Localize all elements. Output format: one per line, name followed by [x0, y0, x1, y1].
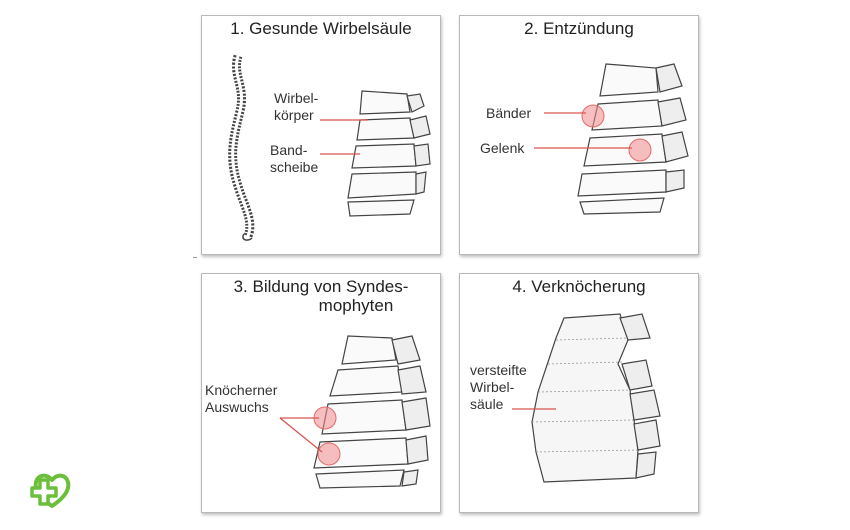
spine-illustration — [534, 63, 689, 215]
cross-heart-icon — [30, 473, 71, 508]
label-stiffened-spine: versteifte Wirbel- säule — [470, 362, 527, 412]
stray-mark — [193, 257, 197, 258]
vertebrae-segment — [577, 63, 689, 215]
panel-title: 4. Verknöcherung — [512, 277, 646, 296]
label-joint: Gelenk — [480, 140, 525, 156]
spine-illustration — [512, 313, 661, 483]
label-ligaments: Bänder — [486, 105, 532, 121]
spine-illustration — [228, 54, 431, 241]
full-spine-drawing — [228, 54, 255, 241]
vertebrae-segment — [313, 335, 431, 489]
panel-ossification: 4. Verknöcherung versteifte Wirbel- säu — [459, 273, 699, 513]
panel-inflammation: 2. Entzündung Bänder Gelenk — [459, 15, 699, 255]
panel-title: 1. Gesunde Wirbelsäule — [230, 19, 412, 38]
panel-title: 2. Entzündung — [524, 19, 634, 38]
vertebrae-segment — [347, 90, 431, 217]
label-disc: Band- scheibe — [270, 142, 319, 175]
label-vertebral-body: Wirbel- körper — [274, 90, 319, 123]
panel-title: 3. Bildung von Syndes- mophyten — [233, 277, 409, 315]
panel-healthy-spine: 1. Gesunde Wirbelsäule Wirbel- körper — [201, 15, 441, 255]
fused-vertebrae-segment — [531, 313, 661, 483]
label-bony-growth: Knöcherner Auswuchs — [205, 382, 278, 415]
panel-syndesmophytes: 3. Bildung von Syndes- mophyten Knöchern… — [201, 273, 441, 513]
spine-illustration — [279, 335, 431, 489]
